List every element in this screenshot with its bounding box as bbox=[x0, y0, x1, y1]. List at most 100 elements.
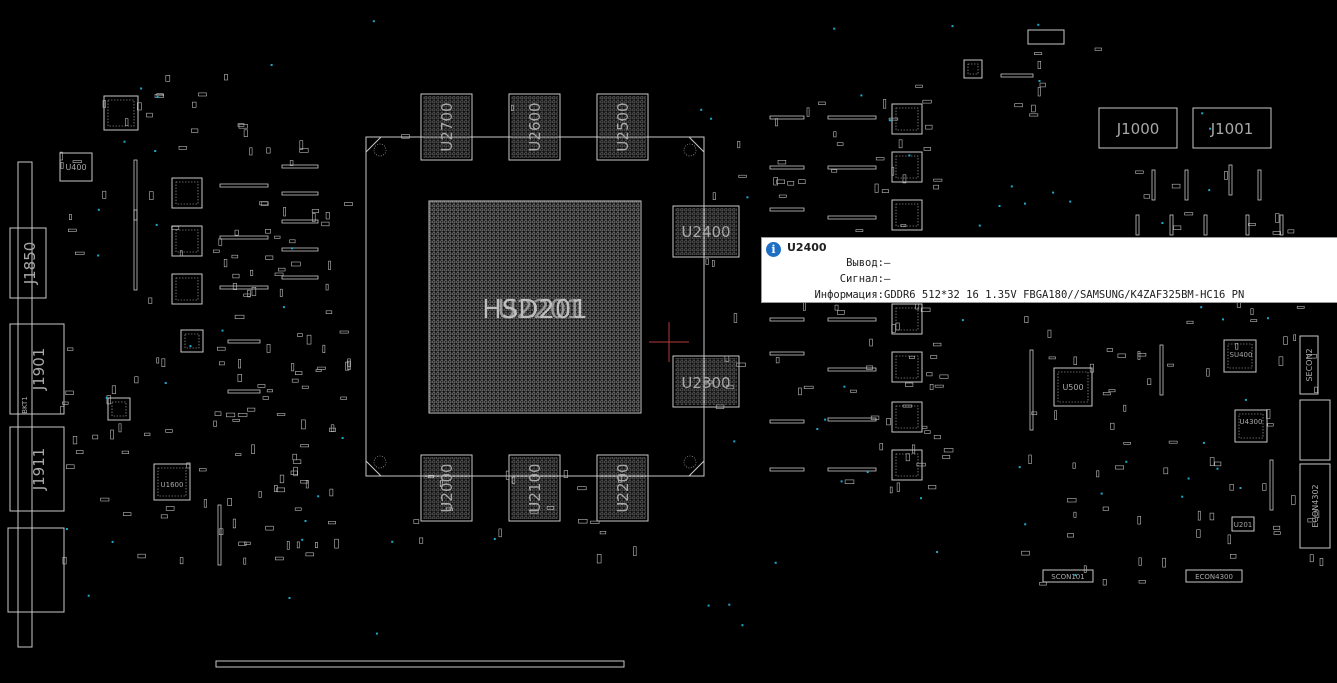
passive-pad bbox=[291, 261, 301, 267]
pin-row bbox=[1135, 214, 1140, 236]
passive-pad bbox=[866, 365, 874, 370]
passive-pad bbox=[154, 94, 164, 98]
ic-pads bbox=[895, 155, 919, 179]
passive-pad bbox=[869, 338, 873, 347]
test-point bbox=[375, 632, 378, 635]
passive-pad bbox=[926, 372, 933, 377]
passive-pad bbox=[294, 371, 303, 376]
passive-pad bbox=[1031, 411, 1038, 415]
passive-pad bbox=[1034, 52, 1043, 55]
test-point bbox=[746, 196, 749, 199]
test-point bbox=[221, 329, 224, 332]
mem-outline-u2600 bbox=[508, 93, 561, 161]
passive-pad bbox=[1173, 225, 1182, 230]
u400-outline bbox=[59, 152, 93, 182]
tooltip-key-signal: Сигнал: bbox=[839, 273, 884, 285]
ic-package bbox=[891, 401, 923, 433]
ic-package bbox=[891, 303, 923, 335]
passive-pad bbox=[1296, 305, 1305, 309]
passive-pad bbox=[844, 479, 855, 484]
ic-pads bbox=[111, 401, 127, 417]
passive-pad bbox=[148, 297, 153, 304]
passive-pad bbox=[1162, 557, 1166, 568]
passive-pad bbox=[1108, 389, 1116, 393]
passive-pad bbox=[1186, 320, 1194, 325]
trace-bar bbox=[281, 191, 319, 196]
passive-pad bbox=[312, 213, 316, 222]
pin-row bbox=[1184, 169, 1189, 201]
passive-pad bbox=[900, 224, 907, 227]
passive-pad bbox=[1067, 498, 1077, 503]
test-point bbox=[301, 538, 304, 541]
passive-pad bbox=[855, 229, 864, 232]
test-point bbox=[282, 306, 285, 309]
passive-pad bbox=[251, 444, 255, 454]
passive-pad bbox=[266, 343, 271, 353]
passive-pad bbox=[250, 269, 254, 276]
passive-pad bbox=[1319, 557, 1324, 566]
passive-pad bbox=[234, 314, 245, 320]
test-point bbox=[1266, 317, 1269, 320]
passive-pad bbox=[1291, 495, 1296, 505]
test-point bbox=[700, 108, 703, 111]
passive-pad bbox=[237, 123, 245, 127]
passive-pad bbox=[243, 557, 247, 565]
econ4302-outline bbox=[1299, 463, 1331, 549]
passive-pad bbox=[1073, 511, 1077, 518]
ic-pads bbox=[895, 405, 919, 429]
mem-outline-u2700 bbox=[420, 93, 473, 161]
test-point bbox=[1209, 127, 1212, 130]
label-u4300: U4300 bbox=[1240, 418, 1263, 426]
ic-package bbox=[107, 397, 131, 421]
passive-pad bbox=[343, 202, 353, 206]
tooltip-key-pin: Вывод: bbox=[846, 257, 884, 269]
passive-pad bbox=[137, 102, 142, 111]
passive-pad bbox=[72, 160, 82, 164]
passive-pad bbox=[445, 507, 453, 512]
passive-pad bbox=[291, 363, 295, 372]
passive-pad bbox=[334, 538, 339, 549]
passive-pad bbox=[1021, 550, 1030, 556]
ic-pads bbox=[175, 277, 199, 301]
test-point bbox=[1037, 23, 1040, 26]
mem-label-u2500: U2500 bbox=[614, 102, 632, 151]
passive-pad bbox=[886, 417, 891, 426]
tooltip-row-pin: Вывод: — bbox=[762, 256, 1337, 271]
trace-bar bbox=[827, 317, 877, 322]
passive-pad bbox=[60, 162, 64, 169]
label-u500: U500 bbox=[1062, 383, 1083, 392]
ic-package bbox=[963, 59, 983, 79]
mem-outline-u2100 bbox=[508, 454, 561, 522]
tooltip-key-info: Информация: bbox=[814, 289, 884, 301]
passive-pad bbox=[213, 420, 217, 427]
passive-pad bbox=[161, 358, 166, 367]
test-point bbox=[156, 96, 159, 98]
trace-bar bbox=[769, 165, 805, 170]
test-point bbox=[87, 594, 90, 597]
passive-pad bbox=[921, 425, 928, 429]
passive-pad bbox=[237, 412, 248, 417]
passive-pad bbox=[905, 453, 910, 462]
passive-pad bbox=[274, 485, 278, 492]
passive-pad bbox=[889, 486, 893, 494]
mem-label-u2700: U2700 bbox=[438, 102, 456, 151]
passive-pad bbox=[1307, 354, 1317, 359]
passive-pad bbox=[198, 92, 207, 97]
passive-pad bbox=[265, 255, 274, 260]
passive-pad bbox=[798, 387, 802, 396]
gpu-label: HSD201 bbox=[482, 295, 588, 325]
passive-pad bbox=[315, 369, 322, 372]
passive-pad bbox=[529, 509, 539, 514]
passive-pad bbox=[737, 141, 741, 149]
passive-pad bbox=[274, 235, 281, 239]
test-point bbox=[1052, 191, 1055, 194]
ic-package bbox=[103, 95, 139, 131]
passive-pad bbox=[262, 396, 269, 400]
passive-pad bbox=[511, 476, 516, 484]
u201-outline bbox=[1231, 516, 1255, 532]
passive-pad bbox=[923, 147, 931, 151]
passive-pad bbox=[724, 355, 730, 362]
mem-pad-field bbox=[511, 96, 558, 158]
